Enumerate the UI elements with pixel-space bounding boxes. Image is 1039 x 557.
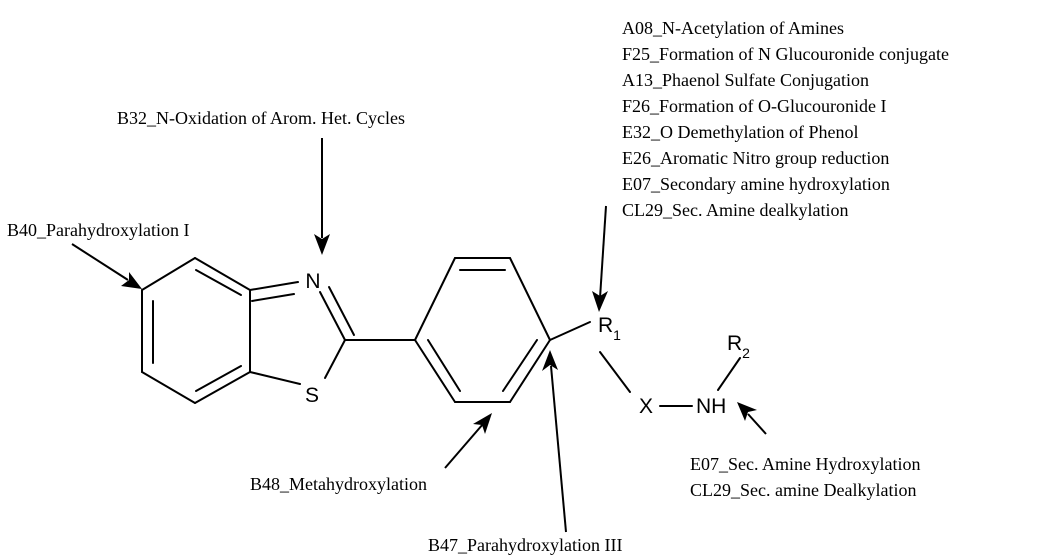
r1-group: R1 [598, 314, 621, 343]
side-chain: R1 X NH R2 [549, 314, 750, 418]
transformation-label: E07_Sec. Amine Hydroxylation [690, 454, 920, 474]
nh-site-transformations: E07_Sec. Amine Hydroxylation CL29_Sec. a… [690, 454, 920, 500]
r2-group: R2 [727, 332, 750, 361]
nitrogen-atom: N [305, 270, 320, 293]
x-linker: X [639, 395, 653, 418]
transformation-label: A13_Phaenol Sulfate Conjugation [622, 70, 869, 90]
label-b47: B47_Parahydroxylation III [428, 535, 622, 555]
thiazole-ring: N S [249, 270, 355, 407]
label-b48: B48_Metahydroxylation [250, 474, 427, 494]
label-b40: B40_Parahydroxylation I [7, 220, 189, 240]
transformation-label: A08_N-Acetylation of Amines [622, 18, 844, 38]
transformation-label: E32_O Demethylation of Phenol [622, 122, 858, 142]
transformation-label: CL29_Sec. amine Dealkylation [690, 480, 916, 500]
top-right-transformations: A08_N-Acetylation of Amines F25_Formatio… [622, 18, 949, 220]
transformation-label: E07_Secondary amine hydroxylation [622, 174, 890, 194]
label-b32: B32_N-Oxidation of Arom. Het. Cycles [117, 108, 405, 128]
arrow-nh-sites [737, 402, 767, 435]
arrow-b32 [314, 138, 330, 255]
phenyl-ring [414, 257, 551, 403]
arrow-top-right [592, 205, 608, 312]
transformation-label: F25_Formation of N Glucouronide conjugat… [622, 44, 949, 64]
arrow-b40 [71, 243, 142, 289]
benzothiazole-benzene-ring [141, 257, 251, 404]
sulfur-atom: S [305, 384, 319, 407]
transformation-label: CL29_Sec. Amine dealkylation [622, 200, 848, 220]
nh-group: NH [696, 395, 726, 418]
arrow-b48 [444, 413, 492, 469]
arrow-b47 [542, 350, 567, 533]
transformation-label: E26_Aromatic Nitro group reduction [622, 148, 889, 168]
transformation-label: F26_Formation of O-Glucouronide I [622, 96, 886, 116]
